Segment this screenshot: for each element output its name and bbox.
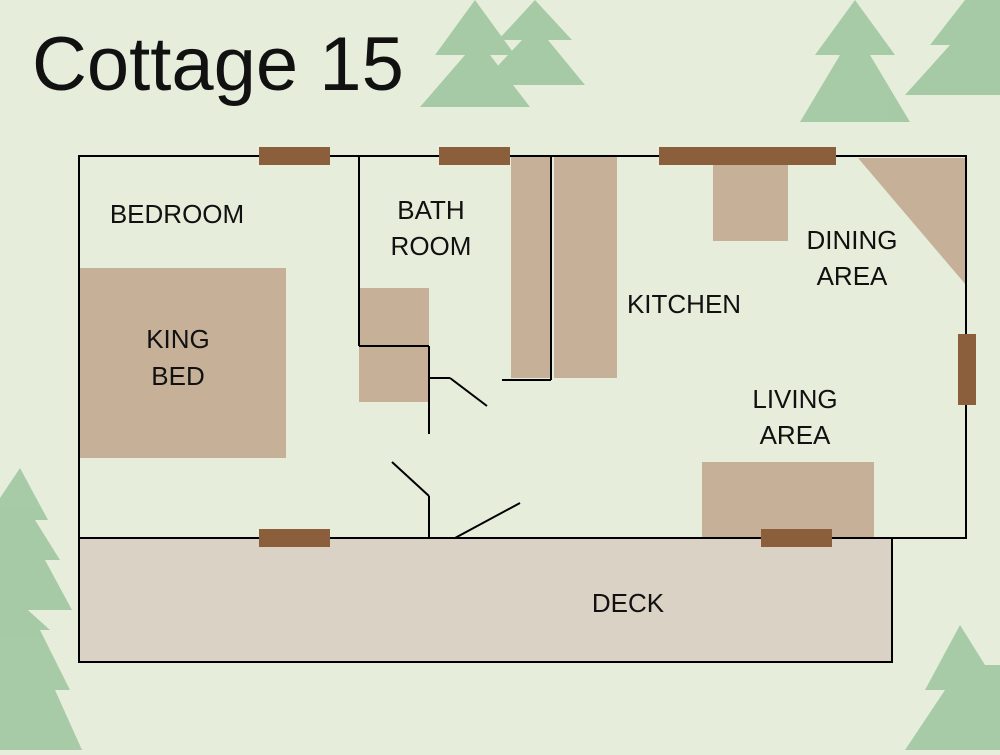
kitchen-counter-right <box>554 156 617 378</box>
dining-corner-cabinet <box>858 158 966 285</box>
king-bed <box>80 268 286 458</box>
entry-door-right <box>454 502 521 539</box>
page-title: Cottage 15 <box>32 22 404 107</box>
bathroom-label-line2: ROOM <box>391 231 472 261</box>
tree-icon <box>0 585 82 750</box>
tree-icon <box>800 0 910 122</box>
room-labels: BEDROOM BATH ROOM KING BED KITCHEN DININ… <box>110 195 898 618</box>
outer-wall <box>78 155 967 539</box>
windows <box>259 147 976 547</box>
entry-door-left <box>391 461 430 497</box>
deck <box>78 537 893 663</box>
bath-door <box>449 377 488 407</box>
window-bedroom-top <box>259 147 330 165</box>
deck-label: DECK <box>592 588 665 618</box>
living-label-line2: AREA <box>760 420 831 450</box>
king-bed-label-line1: KING <box>146 324 210 354</box>
window-living-bottom <box>761 529 832 547</box>
bedroom-label: BEDROOM <box>110 199 244 229</box>
window-bath-top <box>439 147 510 165</box>
tree-icon <box>480 0 585 85</box>
tree-icon <box>905 0 1000 95</box>
sofa <box>702 462 874 538</box>
kitchen-appliance <box>713 164 788 241</box>
walls <box>78 155 967 539</box>
kitchen-label: KITCHEN <box>627 289 741 319</box>
bathroom-label-line1: BATH <box>397 195 464 225</box>
tree-icon <box>0 468 72 610</box>
kitchen-counter-left <box>511 156 551 378</box>
window-kitchen-top <box>659 147 836 165</box>
window-bedroom-bottom <box>259 529 330 547</box>
dining-label-line1: DINING <box>807 225 898 255</box>
tree-icon <box>905 625 1000 750</box>
window-living-right <box>958 334 976 405</box>
dining-label-line2: AREA <box>817 261 888 291</box>
king-bed-label-line2: BED <box>151 361 204 391</box>
living-label-line1: LIVING <box>752 384 837 414</box>
